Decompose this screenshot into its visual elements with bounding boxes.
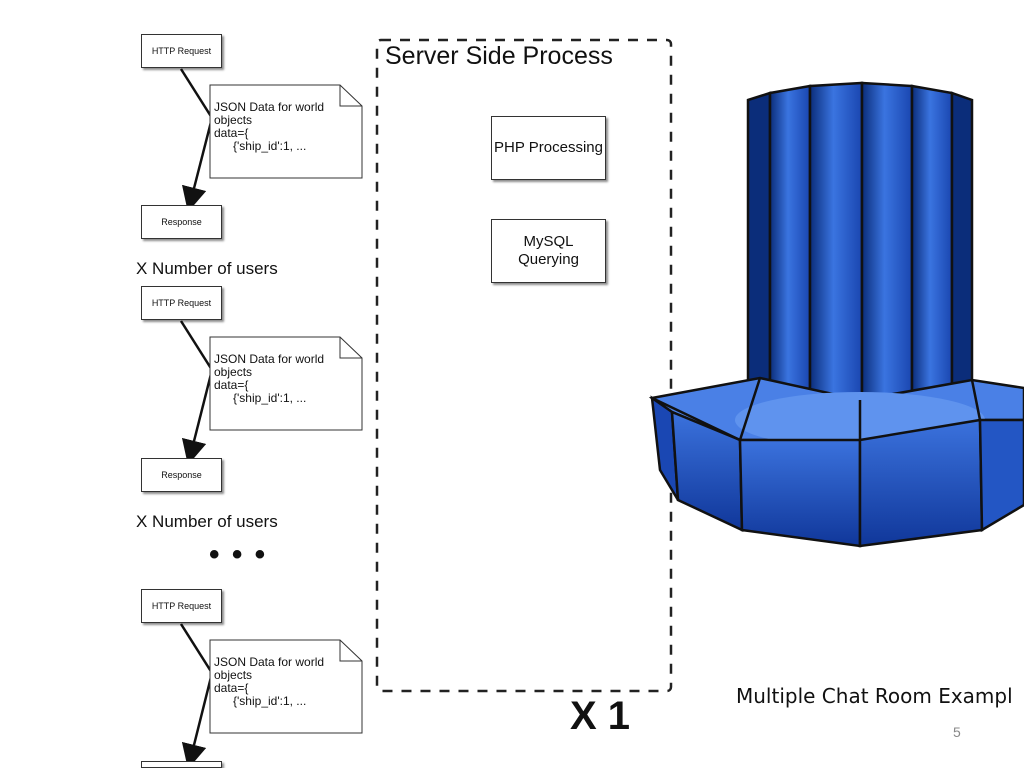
http-request-label: HTTP Request — [151, 298, 212, 308]
page-number: 5 — [953, 724, 961, 740]
ellipsis: • • • — [209, 538, 268, 571]
request-line-1 — [179, 68, 214, 119]
request-line-3 — [179, 623, 214, 674]
request-line-2 — [179, 320, 214, 371]
server-multiplier: X 1 — [570, 694, 631, 738]
note-line: {'ship_id':1, ... — [233, 694, 307, 708]
mysql-label-line1: MySQL — [523, 233, 574, 250]
server-side-title: Server Side Process — [385, 42, 613, 70]
http-request-label: HTTP Request — [151, 601, 212, 611]
note-line: JSON Data for world — [214, 100, 325, 114]
json-note-2: JSON Data for world objects data={ {'shi… — [210, 337, 362, 430]
note-line: objects — [214, 668, 253, 682]
note-line: {'ship_id':1, ... — [233, 139, 307, 153]
http-request-box-1: HTTP Request — [141, 34, 222, 68]
note-line: data={ — [214, 681, 249, 695]
note-line: {'ship_id':1, ... — [233, 391, 307, 405]
server-tower-columns — [746, 81, 974, 399]
response-box-1: Response — [141, 205, 222, 239]
response-label: Response — [161, 470, 202, 480]
multiplier-label-2: X Number of users — [136, 512, 278, 531]
server-side-container — [375, 38, 673, 693]
note-line: objects — [214, 365, 253, 379]
response-arrow-1 — [181, 117, 214, 213]
slide-caption: Multiple Chat Room Exampl — [736, 684, 1013, 708]
json-note-shape-1 — [209, 84, 363, 179]
json-note-shape-3 — [209, 639, 363, 734]
note-line: data={ — [214, 126, 249, 140]
mysql-querying-box: MySQL Querying — [491, 219, 606, 283]
note-line: JSON Data for world — [214, 352, 325, 366]
response-arrow-2 — [181, 369, 214, 466]
multiplier-label-1: X Number of users — [136, 259, 278, 278]
note-line: data={ — [214, 378, 249, 392]
note-line: objects — [214, 113, 253, 127]
json-note-shape-2 — [209, 336, 363, 431]
http-request-box-3: HTTP Request — [141, 589, 222, 623]
http-request-label: HTTP Request — [151, 46, 212, 56]
php-processing-box: PHP Processing — [491, 116, 606, 180]
server-base — [648, 376, 1024, 548]
response-arrow-3 — [181, 672, 214, 768]
note-line: JSON Data for world — [214, 655, 325, 669]
response-label: Response — [161, 217, 202, 227]
json-note-1: JSON Data for world objects data={ {'shi… — [210, 85, 362, 178]
response-box-2: Response — [141, 458, 222, 492]
mysql-label-line2: Querying — [518, 251, 579, 268]
php-processing-label: PHP Processing — [494, 139, 603, 156]
http-request-box-2: HTTP Request — [141, 286, 222, 320]
json-note-3: JSON Data for world objects data={ {'shi… — [210, 640, 362, 733]
